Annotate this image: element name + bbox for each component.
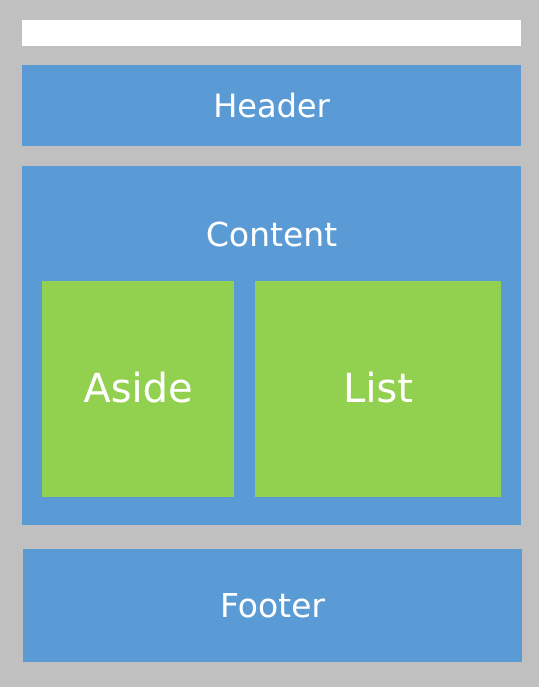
content-box: Content Aside List — [22, 166, 521, 525]
list-label: List — [343, 366, 413, 412]
aside-label: Aside — [83, 366, 193, 412]
aside-box: Aside — [42, 281, 234, 497]
content-label: Content — [205, 215, 338, 254]
footer-box: Footer — [23, 549, 522, 662]
header-label: Header — [213, 86, 330, 125]
footer-label: Footer — [220, 586, 325, 625]
top-bar — [22, 20, 521, 46]
list-box: List — [255, 281, 501, 497]
header-box: Header — [22, 65, 521, 146]
